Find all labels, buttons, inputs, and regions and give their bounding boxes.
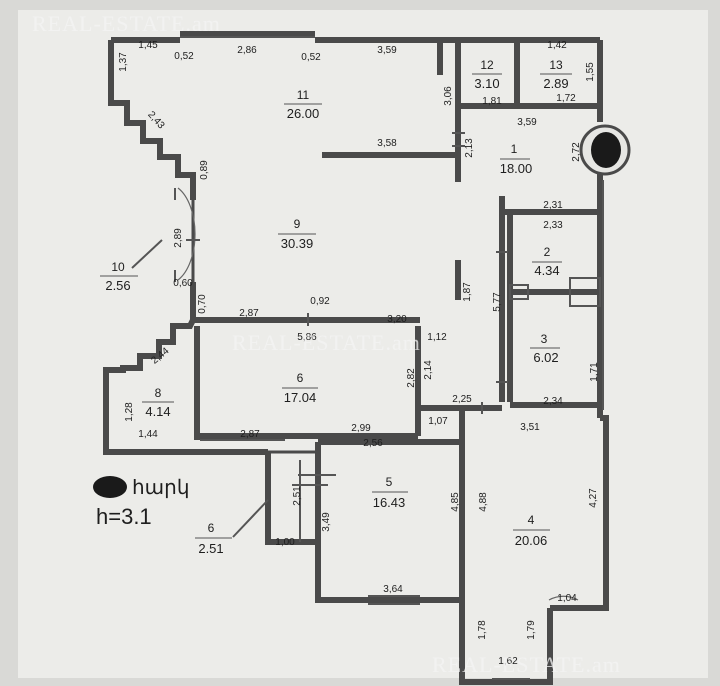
room-area: 30.39 (281, 236, 314, 251)
dimension-label: 1,62 (498, 656, 518, 667)
room-area: 3.10 (474, 76, 499, 91)
interior-walls (191, 40, 601, 600)
room-number: 2 (544, 245, 551, 259)
dimension-label: 1,55 (585, 62, 596, 82)
room-number: 1 (511, 142, 518, 156)
dimension-label: 3,49 (321, 512, 332, 532)
room-area: 2.89 (543, 76, 568, 91)
dimension-label: 5,86 (297, 332, 317, 343)
room-labels: 1 18.00 2 4.34 3 6.02 4 20.06 5 16.43 6 … (100, 58, 572, 556)
room-number: 12 (480, 58, 494, 72)
room-number: 13 (549, 58, 563, 72)
dimension-label: 1,79 (526, 620, 537, 640)
wall-ticks (186, 132, 508, 486)
room-area: 16.43 (373, 495, 406, 510)
dimension-label: 1,00 (275, 537, 295, 548)
room-area: 17.04 (284, 390, 317, 405)
dimension-label: 1,78 (477, 620, 488, 640)
dimension-label: 2,99 (351, 423, 371, 434)
dimension-label: 2,13 (464, 138, 475, 158)
room-area: 2.56 (105, 278, 130, 293)
room-area: 20.06 (515, 533, 548, 548)
watermark-middle: REAL-ESTATE.am (232, 330, 421, 355)
room-area: 6.02 (533, 350, 558, 365)
room-area: 18.00 (500, 161, 533, 176)
dimension-label: 2,14 (423, 360, 434, 380)
room-number: 4 (528, 513, 535, 527)
dimension-label: 1,07 (428, 416, 448, 427)
openings (174, 36, 604, 680)
dimension-label: 1,04 (557, 593, 577, 604)
dimension-label: 1,44 (138, 429, 158, 440)
room-number: 8 (155, 386, 162, 400)
room-area: 2.51 (198, 541, 223, 556)
dimension-label: 3,59 (377, 45, 397, 56)
dimension-label: 0,89 (199, 160, 210, 180)
dimension-label: 3,51 (520, 422, 540, 433)
dimension-label: 1,42 (547, 40, 567, 51)
dimension-label: 1,81 (482, 96, 502, 107)
room-area: 4.14 (145, 404, 170, 419)
dimension-label: 0,60 (173, 278, 193, 289)
dimension-label: 2,56 (363, 438, 383, 449)
dimension-label: 2,33 (543, 220, 563, 231)
dimension-label: 1,87 (462, 282, 473, 302)
dimension-label: 3,06 (443, 86, 454, 106)
floor-number-redaction (93, 476, 127, 498)
dimension-label: 4,27 (588, 488, 599, 508)
ceiling-height-label: h=3.1 (96, 504, 152, 529)
dimension-label: 1,72 (556, 93, 576, 104)
dimension-label: 2,34 (543, 396, 563, 407)
dimension-label: 2,82 (406, 368, 417, 388)
dimension-label: 1,45 (138, 40, 158, 51)
dimension-label: 3,58 (377, 138, 397, 149)
dimension-label: 1,12 (427, 332, 447, 343)
room-number: 6 (208, 521, 215, 535)
watermark-top: REAL-ESTATE.am (32, 11, 221, 36)
dimension-label: 0,70 (197, 294, 208, 314)
dimension-label: 2,89 (173, 228, 184, 248)
room-number: 11 (297, 88, 310, 102)
dimension-label: 2,51 (292, 486, 303, 506)
room-number: 10 (111, 260, 125, 274)
room-number: 9 (294, 217, 301, 231)
dimension-label: 4,85 (450, 492, 461, 512)
dimension-label: 3,20 (387, 314, 407, 325)
dimension-label: 0,92 (310, 296, 330, 307)
dimension-label: 4,88 (478, 492, 489, 512)
dimension-label: 2,72 (571, 142, 582, 162)
dimension-label: 0,52 (301, 52, 321, 63)
watermark-bottom: REAL-ESTATE.am (432, 652, 621, 677)
dimension-label: 3,59 (517, 117, 537, 128)
dimension-label: 2,86 (237, 45, 257, 56)
room-area: 4.34 (534, 263, 559, 278)
redaction-mark (591, 132, 621, 168)
room-area: 26.00 (287, 106, 320, 121)
dimension-label: 5,77 (492, 292, 503, 312)
dimension-label: 2,25 (452, 394, 472, 405)
dimension-label: 3,64 (383, 584, 403, 595)
room-number: 3 (541, 332, 548, 346)
dimension-label: 1,28 (124, 402, 135, 422)
floor-label: հարկ (132, 477, 190, 499)
dimension-label: 1,71 (589, 362, 600, 382)
dimension-label: 2,87 (240, 429, 260, 440)
dimension-label: 0,52 (174, 51, 194, 62)
dimension-label: 2,31 (543, 200, 563, 211)
room-number: 6 (297, 371, 304, 385)
dimension-label: 1,37 (118, 52, 129, 72)
room-number: 5 (386, 475, 393, 489)
dimension-label: 2,87 (239, 308, 259, 319)
